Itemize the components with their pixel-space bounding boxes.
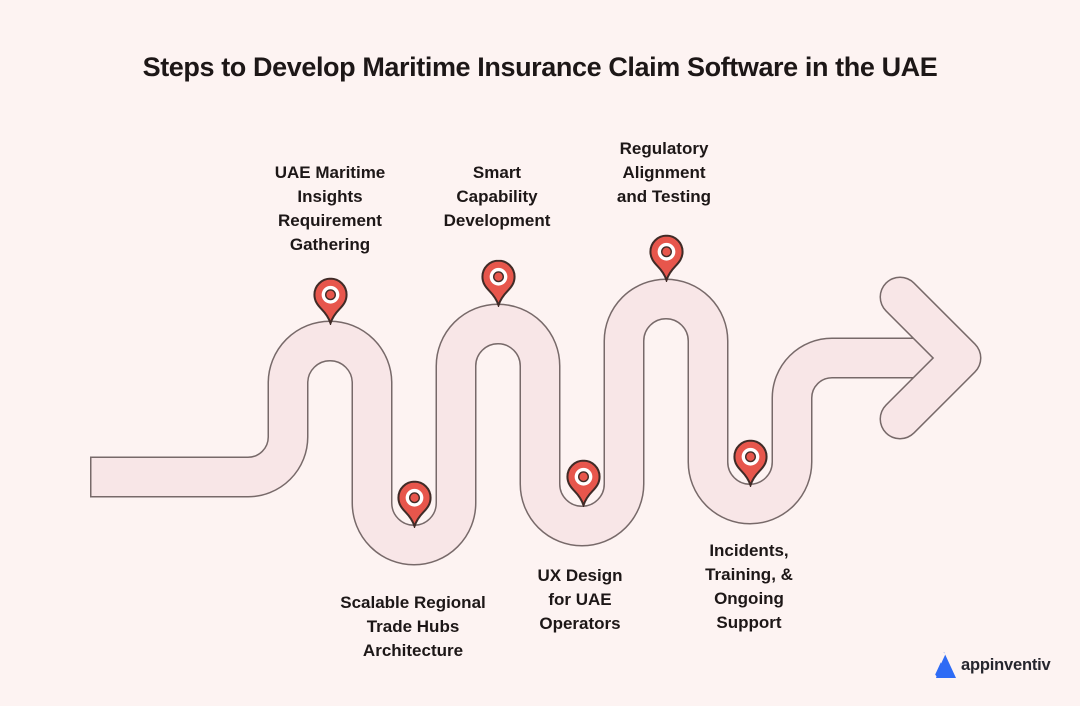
page-title: Steps to Develop Maritime Insurance Clai…: [142, 52, 938, 82]
step-label-line: Regulatory: [619, 139, 709, 158]
step-label-line: Training, &: [705, 565, 793, 584]
brand-logo-text: appinventiv: [961, 656, 1051, 674]
step-label-4: UX Design for UAE Operators: [537, 564, 622, 636]
step-label-1: UAE Maritime Insights Requirement Gather…: [275, 161, 386, 257]
step-label-line: Insights: [297, 187, 363, 206]
step-label-2: Scalable Regional Trade Hubs Architectur…: [340, 591, 486, 663]
location-pin-icon: [480, 259, 516, 307]
road-fill: [91, 280, 940, 564]
appinventiv-triangle-icon: [930, 652, 956, 681]
step-label-line: Alignment: [622, 163, 706, 182]
step-label-line: Operators: [539, 614, 621, 633]
location-pin-icon: [396, 480, 432, 528]
step-label-line: UX Design: [537, 566, 623, 585]
step-label-line: UAE Maritime: [274, 163, 386, 182]
step-label-line: Ongoing: [714, 589, 784, 608]
location-pin-icon: [732, 439, 768, 487]
step-label-line: Support: [716, 613, 782, 632]
step-label-line: Development: [443, 211, 551, 230]
step-label-line: Trade Hubs: [366, 617, 460, 636]
step-label-line: Architecture: [362, 641, 464, 660]
location-pin-icon: [312, 277, 348, 325]
step-label-line: Incidents,: [709, 541, 789, 560]
arrow-right-icon: [881, 278, 980, 438]
location-pin-icon: [565, 459, 601, 507]
step-label-3: Smart Capability Development: [444, 161, 551, 233]
step-label-line: and Testing: [616, 187, 712, 206]
location-pin-icon: [648, 234, 684, 282]
step-label-6: Incidents, Training, & Ongoing Support: [705, 539, 793, 635]
brand-logo: appinventiv: [930, 650, 1051, 681]
step-label-line: Smart: [472, 163, 522, 182]
step-label-line: Scalable Regional: [340, 593, 486, 612]
step-label-line: Capability: [456, 187, 538, 206]
step-label-line: for UAE: [548, 590, 612, 609]
step-label-line: Gathering: [289, 235, 371, 254]
step-label-5: Regulatory Alignment and Testing: [617, 137, 711, 209]
step-label-line: Requirement: [278, 211, 382, 230]
